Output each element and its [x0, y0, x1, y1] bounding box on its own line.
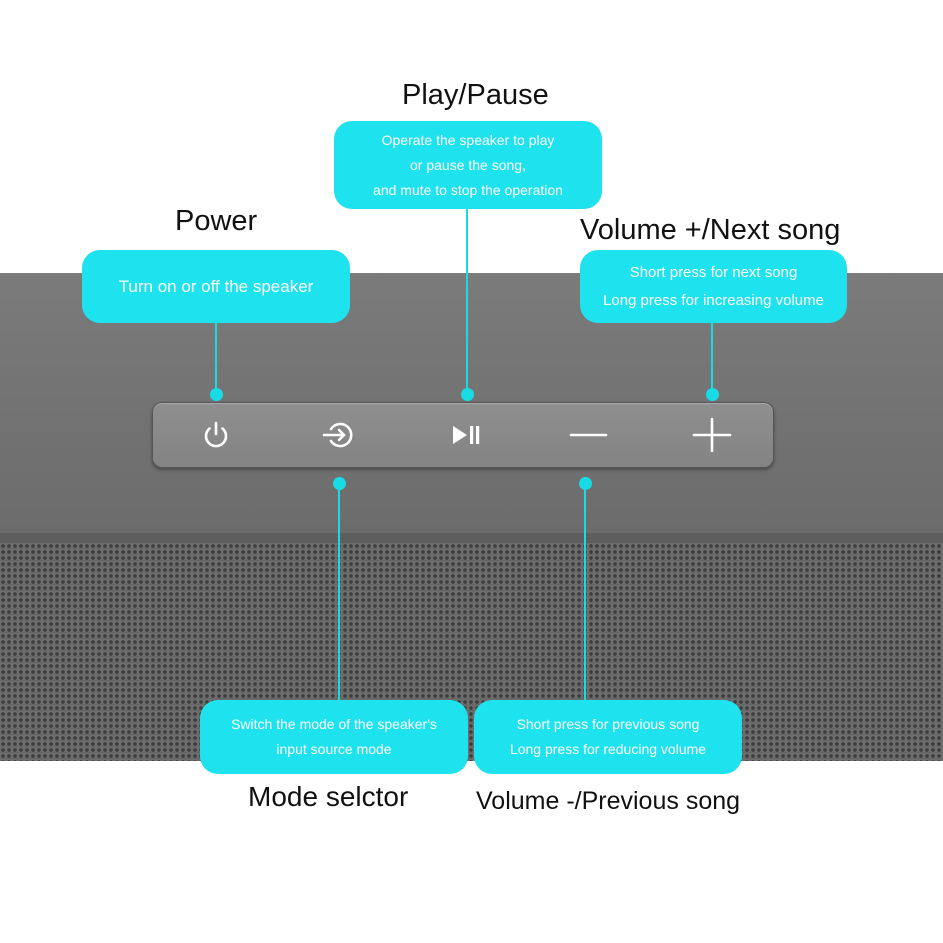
volume-down-connector-line [584, 483, 586, 703]
input-source-icon [322, 422, 353, 448]
mode-connector-line [338, 483, 340, 703]
volume-up-heading: Volume +/Next song [580, 214, 841, 246]
volume-down-heading: Volume -/Previous song [476, 787, 741, 815]
power-description-line: Turn on or off the speaker [118, 277, 314, 296]
play-pause-heading: Play/Pause [402, 79, 549, 111]
play-pause-button[interactable] [447, 418, 487, 452]
mode-heading: Mode selctor [248, 781, 409, 812]
volume-up-description-line: Short press for next song [629, 263, 798, 281]
volume-down-description-line: Long press for reducing volume [509, 741, 707, 757]
plus-icon [692, 418, 732, 452]
mode-connector-dot [333, 477, 346, 490]
power-connector-dot [210, 388, 223, 401]
volume-up-connector-line [711, 322, 713, 394]
play-pause-description-line: Operate the speaker to play [381, 131, 555, 148]
power-icon [204, 421, 228, 448]
volume-down-connector-dot [579, 477, 592, 490]
mode-description-line: input source mode [276, 741, 392, 757]
power-connector-line [215, 322, 217, 394]
play-pause-connector-dot [461, 388, 474, 401]
volume-up-description-line: Long press for increasing volume [603, 291, 824, 309]
volume-up-connector-dot [706, 388, 719, 401]
volume-up-button[interactable] [692, 418, 732, 452]
mode-button[interactable] [320, 418, 360, 452]
play-pause-description-line: and mute to stop the operation [373, 181, 563, 198]
speaker-edge [0, 533, 943, 543]
power-button[interactable] [196, 418, 236, 452]
mode-description-line: Switch the mode of the speaker's [231, 716, 437, 732]
play-pause-description-line: or pause the song, [410, 156, 526, 173]
play-pause-connector-line [466, 208, 468, 394]
power-callout: Turn on or off the speaker [82, 250, 350, 323]
speaker-grille [0, 543, 943, 761]
volume-down-callout: Short press for previous song Long press… [474, 700, 742, 774]
volume-up-callout: Short press for next song Long press for… [580, 250, 847, 323]
mode-callout: Switch the mode of the speaker's input s… [200, 700, 468, 774]
play-pause-callout: Operate the speaker to play or pause the… [334, 121, 602, 209]
power-heading: Power [175, 205, 258, 237]
minus-icon [569, 433, 608, 437]
volume-down-description-line: Short press for previous song [516, 716, 700, 732]
volume-down-button[interactable] [568, 418, 608, 452]
play-pause-icon [453, 426, 480, 444]
